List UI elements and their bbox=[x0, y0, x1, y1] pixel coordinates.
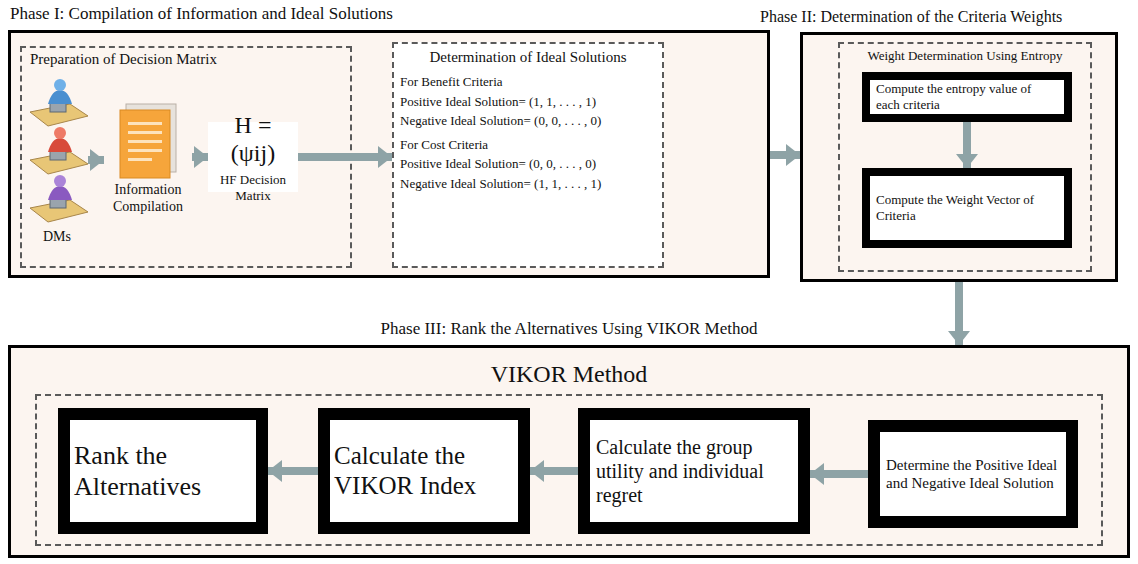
box-outline bbox=[800, 32, 1118, 282]
process-box: Calculate the group utility and individu… bbox=[578, 408, 810, 534]
label-text: Weight Determination Using Entropy bbox=[868, 48, 1063, 64]
flow-arrow bbox=[192, 153, 208, 161]
flow-arrow bbox=[963, 122, 971, 168]
flow-arrow bbox=[955, 282, 963, 345]
label-text: Calculate the group utility and individu… bbox=[596, 435, 792, 507]
label-text: Negative Ideal Solution= (0, 0, . . . , … bbox=[400, 113, 656, 129]
document-icon bbox=[120, 104, 176, 178]
flow-arrow bbox=[88, 156, 104, 164]
heading-text: VIKOR Method bbox=[491, 361, 648, 388]
label-text: Calculate the VIKOR Index bbox=[334, 441, 514, 501]
label-text: Compute the entropy value of each criter… bbox=[876, 81, 1058, 112]
matrix-node: H = (ψij)HF Decision Matrix bbox=[208, 122, 298, 192]
label-text: H = (ψij) bbox=[212, 111, 294, 169]
label-text: Rank the Alternatives bbox=[74, 440, 252, 502]
label-text: For Cost Criteria bbox=[400, 137, 656, 153]
box-outline bbox=[318, 408, 530, 534]
heading-text: Phase II: Determination of the Criteria … bbox=[760, 8, 1062, 26]
phase-panel: Phase III: Rank the Alternatives Using V… bbox=[8, 345, 1130, 558]
heading-text: Phase III: Rank the Alternatives Using V… bbox=[381, 319, 758, 339]
process-box: Determine the Positive Ideal and Negativ… bbox=[868, 420, 1078, 528]
label-text: Positive Ideal Solution= (0, 0, . . . , … bbox=[400, 156, 656, 172]
heading-text: Phase I: Compilation of Information and … bbox=[10, 4, 393, 24]
process-box: Rank the Alternatives bbox=[58, 408, 268, 534]
process-box: Compute the Weight Vector of Criteria bbox=[862, 168, 1072, 248]
process-box: Compute the entropy value of each criter… bbox=[862, 72, 1072, 122]
decision-maker-icons bbox=[30, 79, 88, 222]
label-text: Determine the Positive Ideal and Negativ… bbox=[886, 456, 1060, 492]
label-text: DMs bbox=[43, 229, 71, 246]
label-text: Information Compilation bbox=[108, 182, 188, 216]
label-text: Positive Ideal Solution= (1, 1, . . . , … bbox=[400, 94, 656, 110]
label-text: Preparation of Decision Matrix bbox=[30, 50, 342, 68]
box-outline bbox=[868, 420, 1078, 528]
process-box: Determination of Ideal SolutionsFor Bene… bbox=[392, 42, 664, 268]
process-box: Calculate the VIKOR Index bbox=[318, 408, 530, 534]
label-text: Compute the Weight Vector of Criteria bbox=[876, 192, 1058, 223]
heading-text: Determination of Ideal Solutions bbox=[400, 48, 656, 66]
phase-panel: Phase II: Determination of the Criteria … bbox=[800, 32, 1118, 282]
flow-arrow bbox=[810, 470, 868, 478]
flow-arrow bbox=[298, 153, 392, 161]
label-text: For Benefit Criteria bbox=[400, 74, 656, 90]
flow-arrow bbox=[530, 467, 578, 475]
box-outline bbox=[58, 408, 268, 534]
label-text: Negative Ideal Solution= (1, 1, . . . , … bbox=[400, 176, 656, 192]
flow-arrow bbox=[268, 467, 318, 475]
flow-arrow bbox=[770, 151, 800, 159]
label-text: HF Decision Matrix bbox=[212, 172, 294, 203]
